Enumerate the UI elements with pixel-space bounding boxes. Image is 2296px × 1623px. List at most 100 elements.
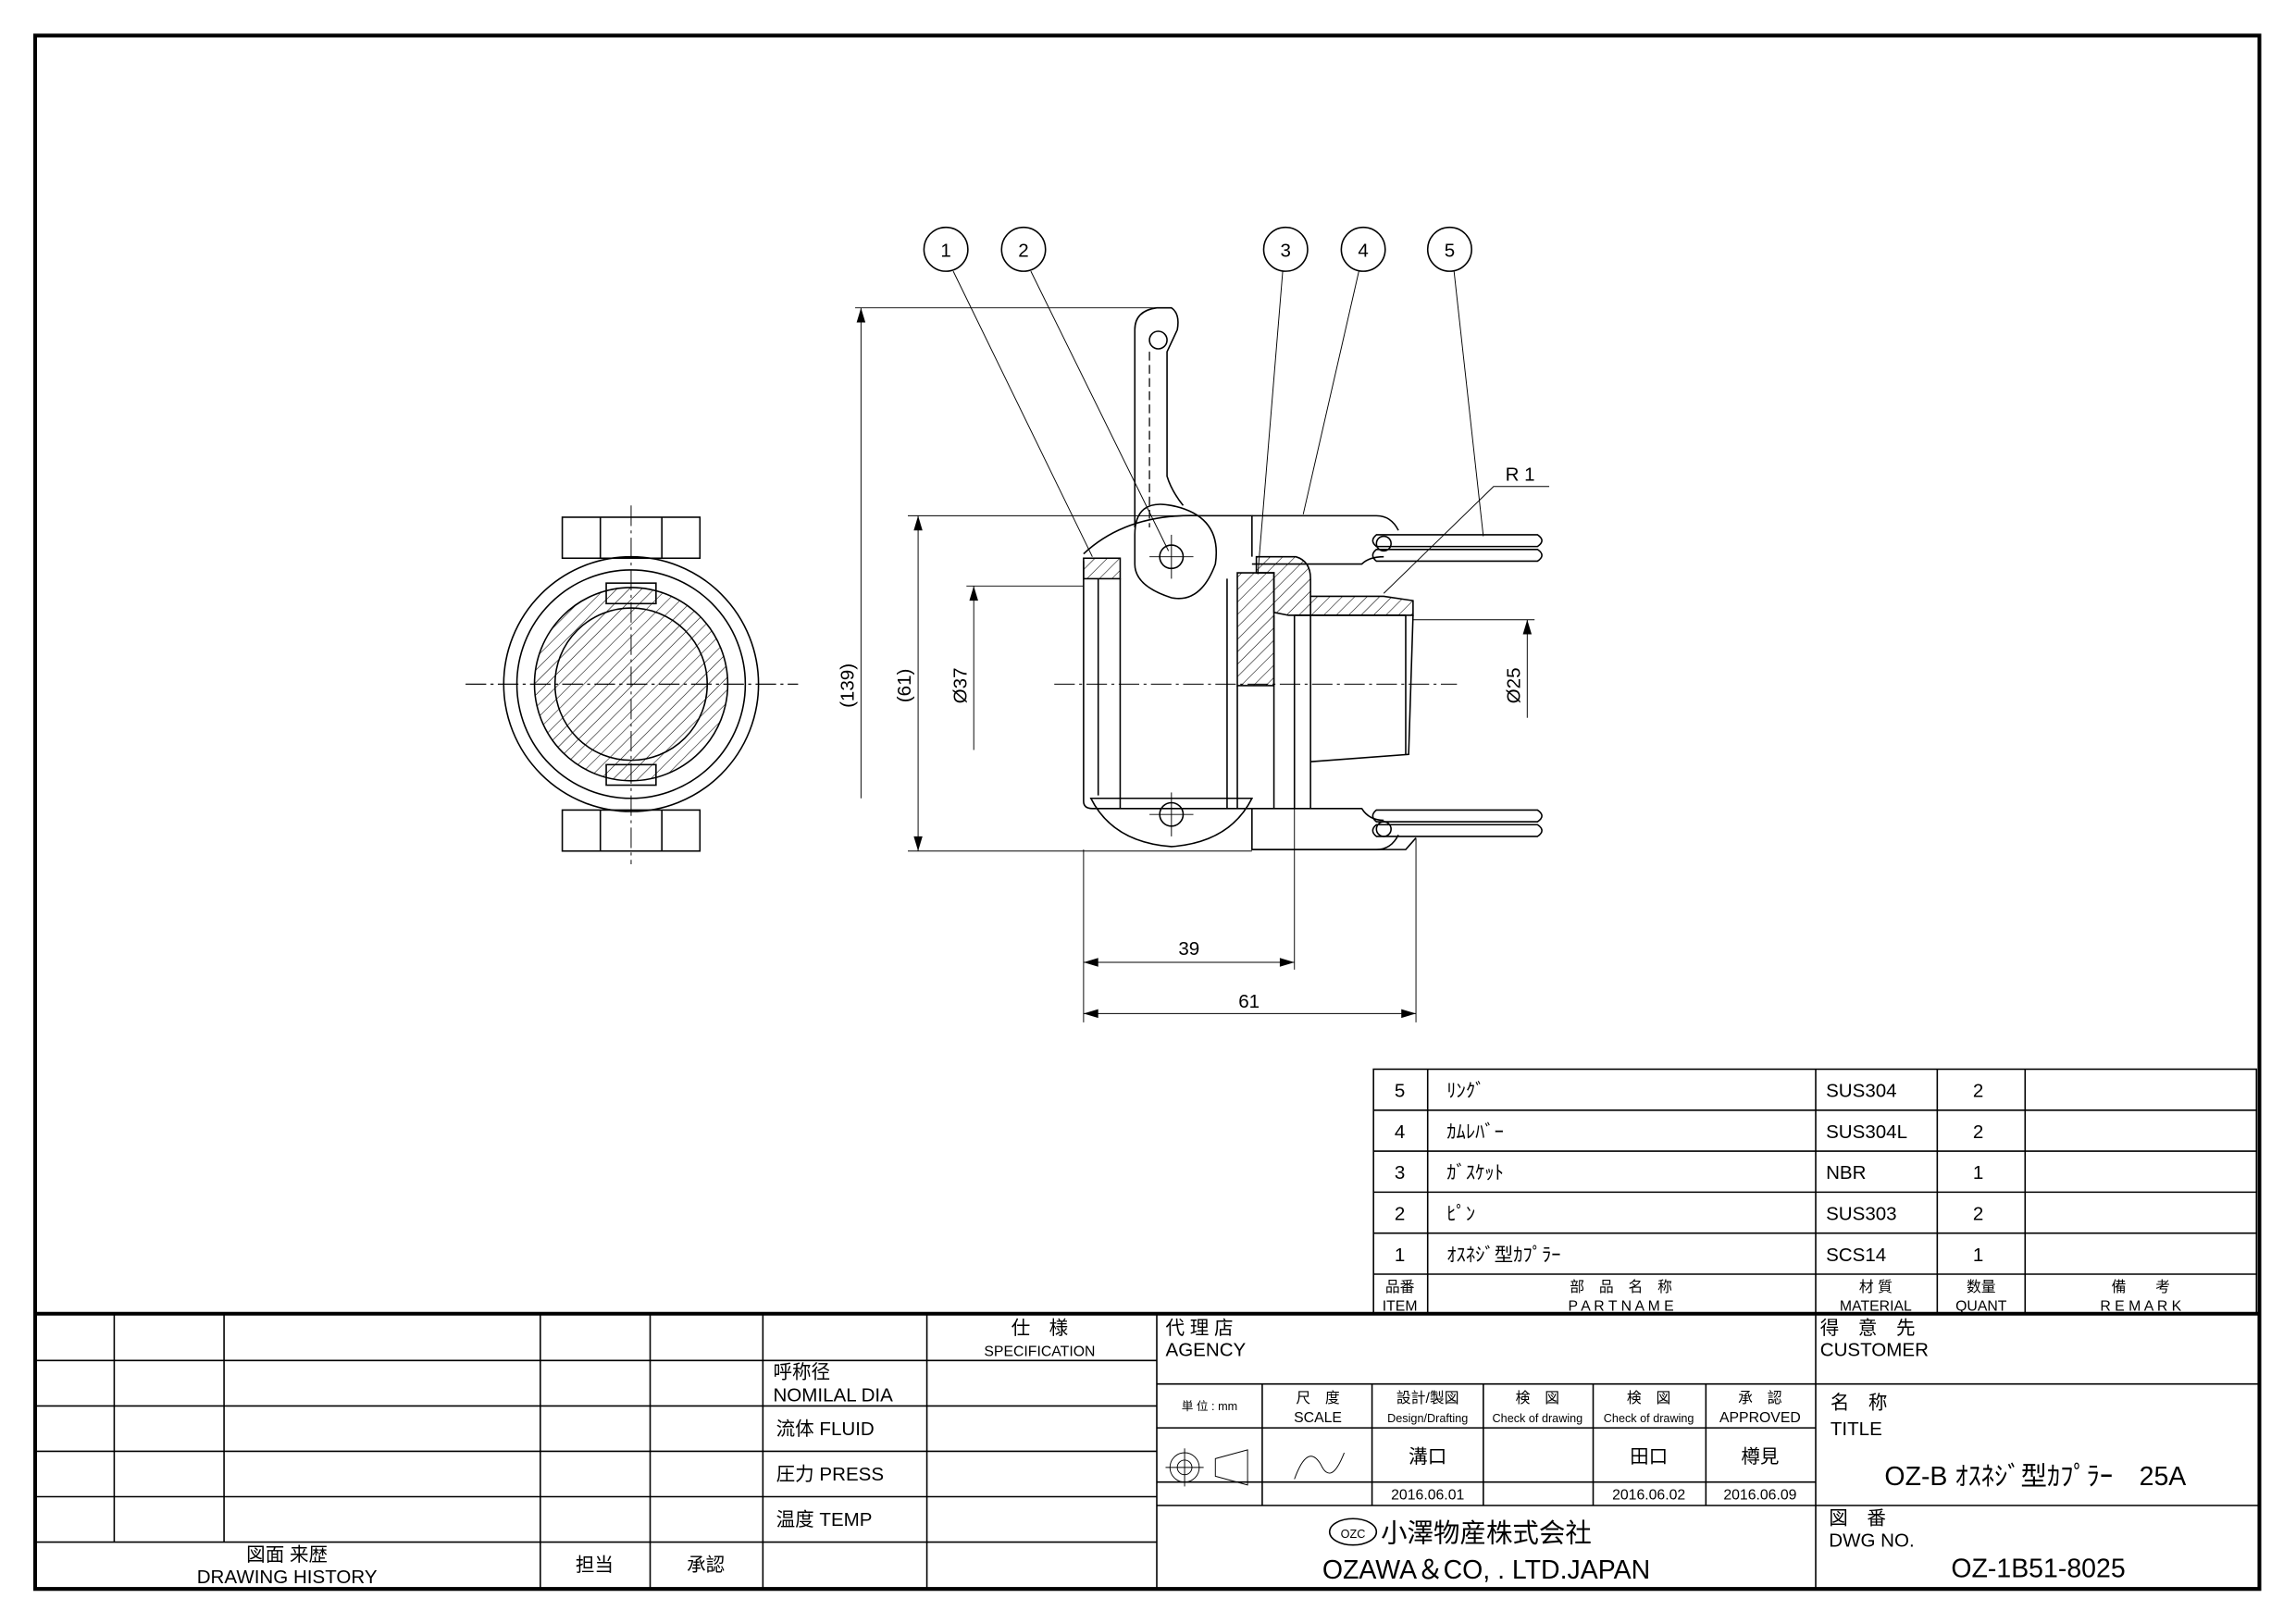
spec-header-en: SPECIFICATION <box>984 1344 1095 1360</box>
parts-list-rows-0-quant: 2 <box>1973 1081 1983 1102</box>
parts-list-rows-1-quant: 2 <box>1973 1121 1983 1143</box>
parts-list-rows-4-quant: 1 <box>1973 1245 1983 1266</box>
spec-header-jp: 仕 様 <box>1011 1318 1069 1339</box>
approval-designer: 溝口 <box>1409 1446 1446 1468</box>
title: 名 称 TITLE OZ-B ｵｽﾈｼﾞ型ｶﾌﾟﾗｰ 25A <box>1831 1393 2186 1492</box>
spec-nominal-en: NOMILAL DIA <box>773 1385 893 1406</box>
customer-en: CUSTOMER <box>1820 1340 1929 1361</box>
parts-list-rows-2-material: NBR <box>1826 1162 1866 1183</box>
approval-approved-en: APPROVED <box>1719 1410 1801 1426</box>
parts-list-rows-4-item: 1 <box>1395 1245 1405 1266</box>
history-person: 担当 <box>576 1555 614 1576</box>
parts-list-header-material-en: MATERIAL <box>1840 1299 1912 1315</box>
parts-list-rows-2-name: ｶﾞｽｹｯﾄ <box>1446 1162 1504 1183</box>
parts-list-rows-3-name: ﾋﾟﾝ <box>1446 1203 1475 1224</box>
parts-list-header-item-en: ITEM <box>1383 1299 1418 1315</box>
title-block: 図面 来歴 DRAWING HISTORY 担当 承認 仕 様 SPECIFIC… <box>34 1311 2260 1590</box>
approval-approver: 樽見 <box>1741 1446 1779 1468</box>
balloon-2: 2 <box>1000 226 1170 551</box>
spec-fluid: 流体 FLUID <box>776 1419 875 1440</box>
approval-check2-en: Check of drawing <box>1604 1412 1694 1425</box>
history-title-jp: 図面 来歴 <box>246 1544 328 1566</box>
parts-list-rows-0-name: ﾘﾝｸﾞ <box>1446 1081 1484 1102</box>
side-view <box>1054 306 1543 850</box>
parts-list-header-name-en: P A R T N A M E <box>1568 1299 1673 1315</box>
drawing-number: 図 番 DWG NO. OZ-1B51-8025 <box>1829 1508 2125 1584</box>
drawing-no-jp: 図 番 <box>1829 1508 1886 1530</box>
projection-symbol-icon <box>1165 1448 1248 1487</box>
company-jp: 小澤物産株式会社 <box>1381 1519 1592 1549</box>
drawing-no-en: DWG NO. <box>1829 1530 1914 1551</box>
approval-scale-jp: 尺 度 <box>1296 1390 1340 1406</box>
parts-list-rows-3-material: SUS303 <box>1826 1203 1897 1224</box>
approval-design-jp: 設計/製図 <box>1396 1390 1459 1406</box>
company-logo: OZC <box>1341 1528 1366 1541</box>
parts-list-rows-2-quant: 1 <box>1973 1162 1983 1183</box>
parts-list-rows-3-quant: 2 <box>1973 1203 1983 1224</box>
balloon-1: 1 <box>923 226 1093 557</box>
agency-jp: 代 理 店 <box>1165 1318 1233 1339</box>
balloons-3: 4 <box>1358 240 1368 261</box>
balloons: 1 2 3 4 5 <box>923 226 1484 575</box>
customer-jp: 得 意 先 <box>1820 1318 1916 1339</box>
parts-list-rows-1-name: ｶﾑﾚﾊﾞｰ <box>1446 1121 1504 1143</box>
approval-check2-jp: 検 図 <box>1627 1390 1670 1406</box>
spec-temp: 温度 TEMP <box>776 1509 873 1530</box>
parts-row-3: 3 ｶﾞｽｹｯﾄ NBR 1 <box>1395 1162 1983 1183</box>
approval-designer-date: 2016.06.01 <box>1391 1488 1464 1504</box>
spec-nominal-jp: 呼称径 <box>773 1361 830 1382</box>
parts-list-rows-0-material: SUS304 <box>1826 1081 1897 1102</box>
dimensions-length-a: 39 <box>1178 938 1199 960</box>
balloons-2: 3 <box>1281 240 1291 261</box>
parts-list-rows-4-name: ｵｽﾈｼﾞ型ｶﾌﾟﾗｰ <box>1446 1245 1560 1266</box>
agency-en: AGENCY <box>1165 1340 1246 1361</box>
dimensions-thread: R 1 <box>1506 464 1535 485</box>
approval-unit: 単 位 : mm <box>1182 1399 1237 1413</box>
approval-check1-en: Check of drawing <box>1493 1412 1583 1425</box>
balloon-3: 3 <box>1257 226 1309 575</box>
approval-check1-jp: 検 図 <box>1516 1390 1559 1406</box>
dimensions-length-b: 61 <box>1238 991 1260 1012</box>
approval-checker2: 田口 <box>1630 1446 1668 1468</box>
parts-row-2: 2 ﾋﾟﾝ SUS303 2 <box>1395 1203 1983 1224</box>
dimensions-overall-height: (139) <box>837 663 858 708</box>
scale-nts-icon <box>1294 1452 1345 1480</box>
end-view <box>465 505 799 864</box>
parts-list-header-quant-jp: 数量 <box>1967 1279 1996 1295</box>
specification: 仕 様 SPECIFICATION 呼称径 NOMILAL DIA 流体 FLU… <box>773 1318 1095 1530</box>
parts-list-header-name-jp: 部 品 名 称 <box>1570 1279 1672 1295</box>
drawing-history: 図面 来歴 DRAWING HISTORY 担当 承認 <box>197 1544 726 1588</box>
dimensions: (139) (61) Ø37 Ø25 39 61 R 1 <box>837 307 1550 1022</box>
approval-approver-date: 2016.06.09 <box>1723 1488 1796 1504</box>
parts-list-header-quant-en: QUANT <box>1955 1299 2007 1315</box>
balloons-4: 5 <box>1445 240 1455 261</box>
spec-press: 圧力 PRESS <box>776 1464 884 1485</box>
history-approve: 承認 <box>687 1555 725 1576</box>
parts-list-header-material-jp: 材 質 <box>1859 1279 1893 1295</box>
balloons-0: 1 <box>940 240 950 261</box>
parts-header: 品番 ITEM 部 品 名 称 P A R T N A M E 材 質 MATERIA… <box>1383 1279 2182 1315</box>
parts-list-rows-2-item: 3 <box>1395 1162 1405 1183</box>
drawing-no-value: OZ-1B51-8025 <box>1951 1555 2125 1584</box>
approval-table: 単 位 : mm 尺 度 SCALE 設計/製図 Design/Drafting 検… <box>1165 1390 1801 1504</box>
company: OZC 小澤物産株式会社 OZAWA＆CO, . LTD.JAPAN <box>1322 1518 1650 1585</box>
approval-approved-jp: 承 認 <box>1738 1390 1782 1406</box>
parts-list-header-remark-en: R E M A R K <box>2100 1299 2181 1315</box>
balloon-5: 5 <box>1426 226 1484 537</box>
company-en: OZAWA＆CO, . LTD.JAPAN <box>1322 1555 1650 1585</box>
parts-list-header-item-jp: 品番 <box>1385 1279 1415 1295</box>
approval-scale-en: SCALE <box>1294 1410 1342 1426</box>
parts-list-rows-1-material: SUS304L <box>1826 1121 1907 1143</box>
dimensions-dia-inner: Ø37 <box>949 668 971 704</box>
title-value: OZ-B ｵｽﾈｼﾞ型ｶﾌﾟﾗｰ 25A <box>1884 1462 2186 1492</box>
dimensions-body-height: (61) <box>894 669 915 703</box>
history-title-en: DRAWING HISTORY <box>197 1567 378 1588</box>
dimensions-dia-thread: Ø25 <box>1503 668 1524 704</box>
parts-list-rows-3-item: 2 <box>1395 1203 1405 1224</box>
approval-design-en: Design/Drafting <box>1387 1412 1468 1425</box>
